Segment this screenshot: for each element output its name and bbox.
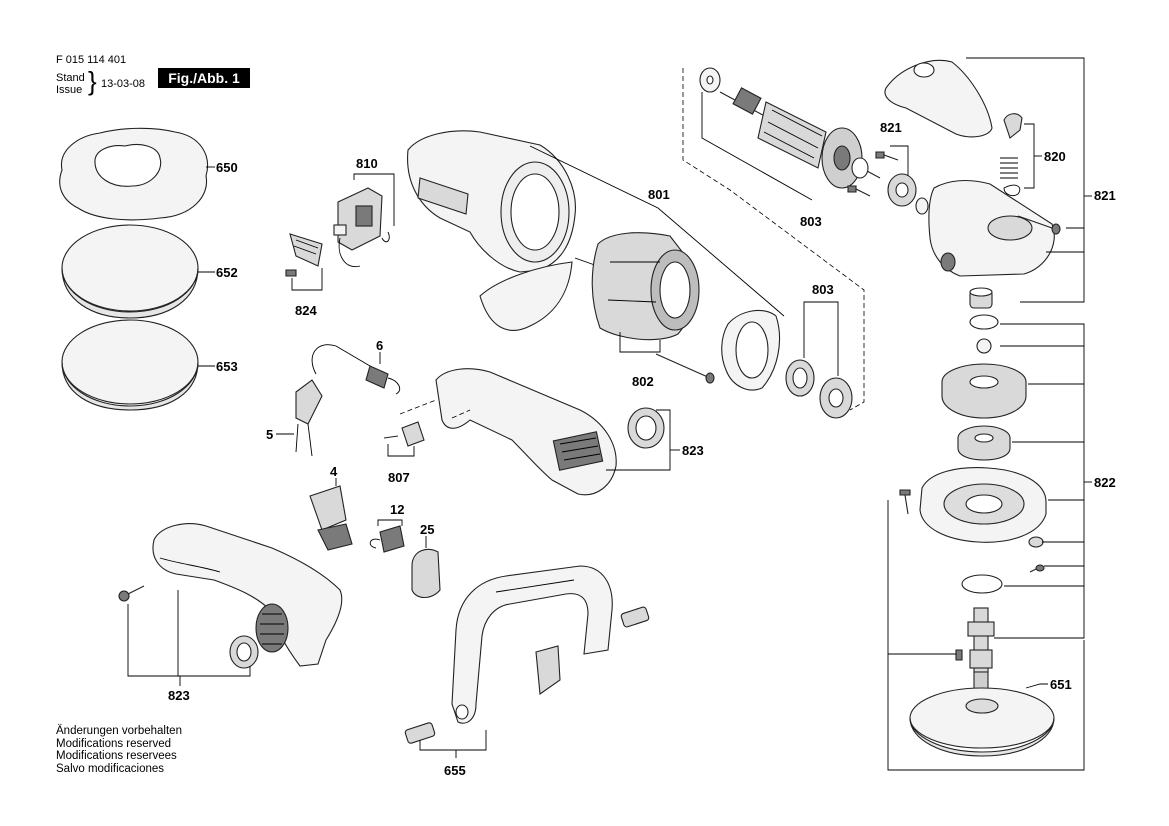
label-801: 801 xyxy=(648,187,670,202)
cable-clamp-807 xyxy=(383,421,425,447)
ball-bearing xyxy=(957,425,1011,461)
armature-803 xyxy=(719,87,881,189)
label-4: 4 xyxy=(330,464,338,479)
vent-cap-rear xyxy=(229,635,259,669)
gear-housing-821 xyxy=(928,179,1055,277)
document-number: F 015 114 401 xyxy=(56,54,127,66)
seal-ring xyxy=(961,574,1003,594)
modification-notes: Änderungen vorbehalten Modifications res… xyxy=(56,725,182,775)
label-5: 5 xyxy=(266,427,273,442)
washer-right xyxy=(1028,536,1044,548)
label-655: 655 xyxy=(444,763,466,778)
label-822: 822 xyxy=(1094,475,1116,490)
spindle-lock-820 xyxy=(1000,113,1023,197)
carbon-brush-12 xyxy=(369,525,405,553)
note-en: Modifications reserved xyxy=(56,737,172,750)
figure-label: Fig./Abb. 1 xyxy=(158,68,250,88)
thrust-washer xyxy=(699,67,721,93)
lambswool-bonnet-650 xyxy=(59,127,208,221)
label-807: 807 xyxy=(388,470,410,485)
switch-4 xyxy=(309,485,353,551)
motor-housing-801 xyxy=(407,130,576,273)
label-821-upper: 821 xyxy=(880,120,902,135)
handle-housing-823 xyxy=(435,368,617,496)
label-824: 824 xyxy=(295,303,317,318)
housing-cover-801 xyxy=(479,261,573,331)
polishing-felt-653 xyxy=(61,319,199,411)
polishing-sponge-652 xyxy=(61,224,199,319)
gear-cap-821 xyxy=(884,60,993,138)
field-stator-802 xyxy=(591,232,700,341)
label-653: 653 xyxy=(216,359,238,374)
needle-bearing xyxy=(969,287,993,309)
switch-board-810 xyxy=(333,187,390,268)
stand-label: Stand xyxy=(56,72,85,84)
flange-screw-left xyxy=(899,489,911,515)
label-803-lower: 803 xyxy=(812,282,834,297)
label-6: 6 xyxy=(376,338,383,353)
vent-cap-823 xyxy=(627,407,665,449)
flange-screw-right xyxy=(1029,564,1045,573)
housing-screw-821 xyxy=(1017,215,1061,235)
spindle xyxy=(967,607,995,693)
label-810: 810 xyxy=(356,156,378,171)
bevel-gear xyxy=(941,363,1027,419)
issue-label: Issue xyxy=(56,84,83,96)
rear-handle-823 xyxy=(152,523,343,667)
label-650: 650 xyxy=(216,160,238,175)
screws-821 xyxy=(847,151,929,215)
issue-date: 13-03-08 xyxy=(101,78,146,90)
d-handle-655 xyxy=(451,565,613,724)
label-25: 25 xyxy=(420,522,434,537)
label-803-upper: 803 xyxy=(800,214,822,229)
label-821-right: 821 xyxy=(1094,188,1116,203)
key xyxy=(955,649,963,661)
bearing-flange xyxy=(919,467,1047,543)
long-screw-802 xyxy=(655,353,715,384)
label-820: 820 xyxy=(1044,149,1066,164)
handle-bolt-right xyxy=(620,606,650,628)
label-802: 802 xyxy=(632,374,654,389)
circlip xyxy=(969,314,999,330)
ball xyxy=(976,338,992,354)
handle-bolt-left xyxy=(404,722,436,744)
note-fr: Modifications reservees xyxy=(56,750,177,762)
brush-cap-25 xyxy=(411,548,441,599)
note-es: Salvo modificaciones xyxy=(56,762,165,775)
ball-bearing-803 xyxy=(819,377,853,419)
air-baffle-plate xyxy=(721,309,781,391)
label-652: 652 xyxy=(216,265,238,280)
label-823-left: 823 xyxy=(168,688,190,703)
label-651: 651 xyxy=(1050,677,1072,692)
label-12: 12 xyxy=(390,502,404,517)
label-823-right: 823 xyxy=(682,443,704,458)
note-de: Änderungen vorbehalten xyxy=(56,725,182,737)
backing-pad-651 xyxy=(909,687,1055,757)
brace-icon: } xyxy=(88,66,97,96)
bearing-sleeve-803 xyxy=(785,359,815,397)
power-cable-5 xyxy=(295,344,371,457)
handle-screw xyxy=(118,585,145,602)
brush-cover-824 xyxy=(285,233,323,277)
cable-sleeve-6 xyxy=(365,365,401,395)
